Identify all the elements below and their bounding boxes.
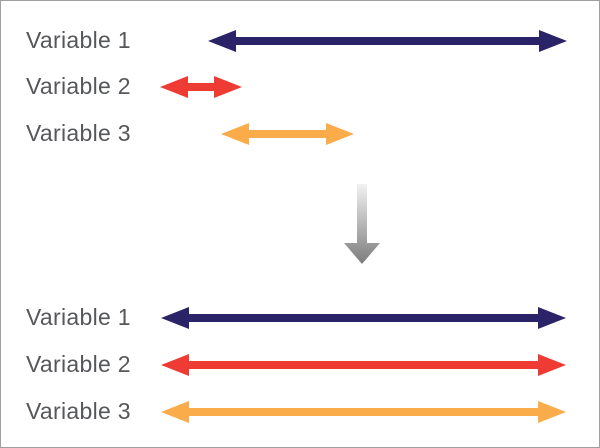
range-arrow xyxy=(161,307,566,329)
variable-label: Variable 3 xyxy=(26,397,131,424)
down-arrow-icon xyxy=(344,184,380,264)
variable-label: Variable 1 xyxy=(26,303,131,330)
variable-label: Variable 2 xyxy=(26,72,131,99)
variable-label: Variable 2 xyxy=(26,350,131,377)
range-arrow xyxy=(160,76,242,98)
range-arrow xyxy=(208,30,567,52)
range-arrow xyxy=(221,123,354,145)
variable-label: Variable 3 xyxy=(26,119,131,146)
range-arrow xyxy=(161,354,566,376)
variable-label: Variable 1 xyxy=(26,26,131,53)
range-arrow xyxy=(161,401,566,423)
